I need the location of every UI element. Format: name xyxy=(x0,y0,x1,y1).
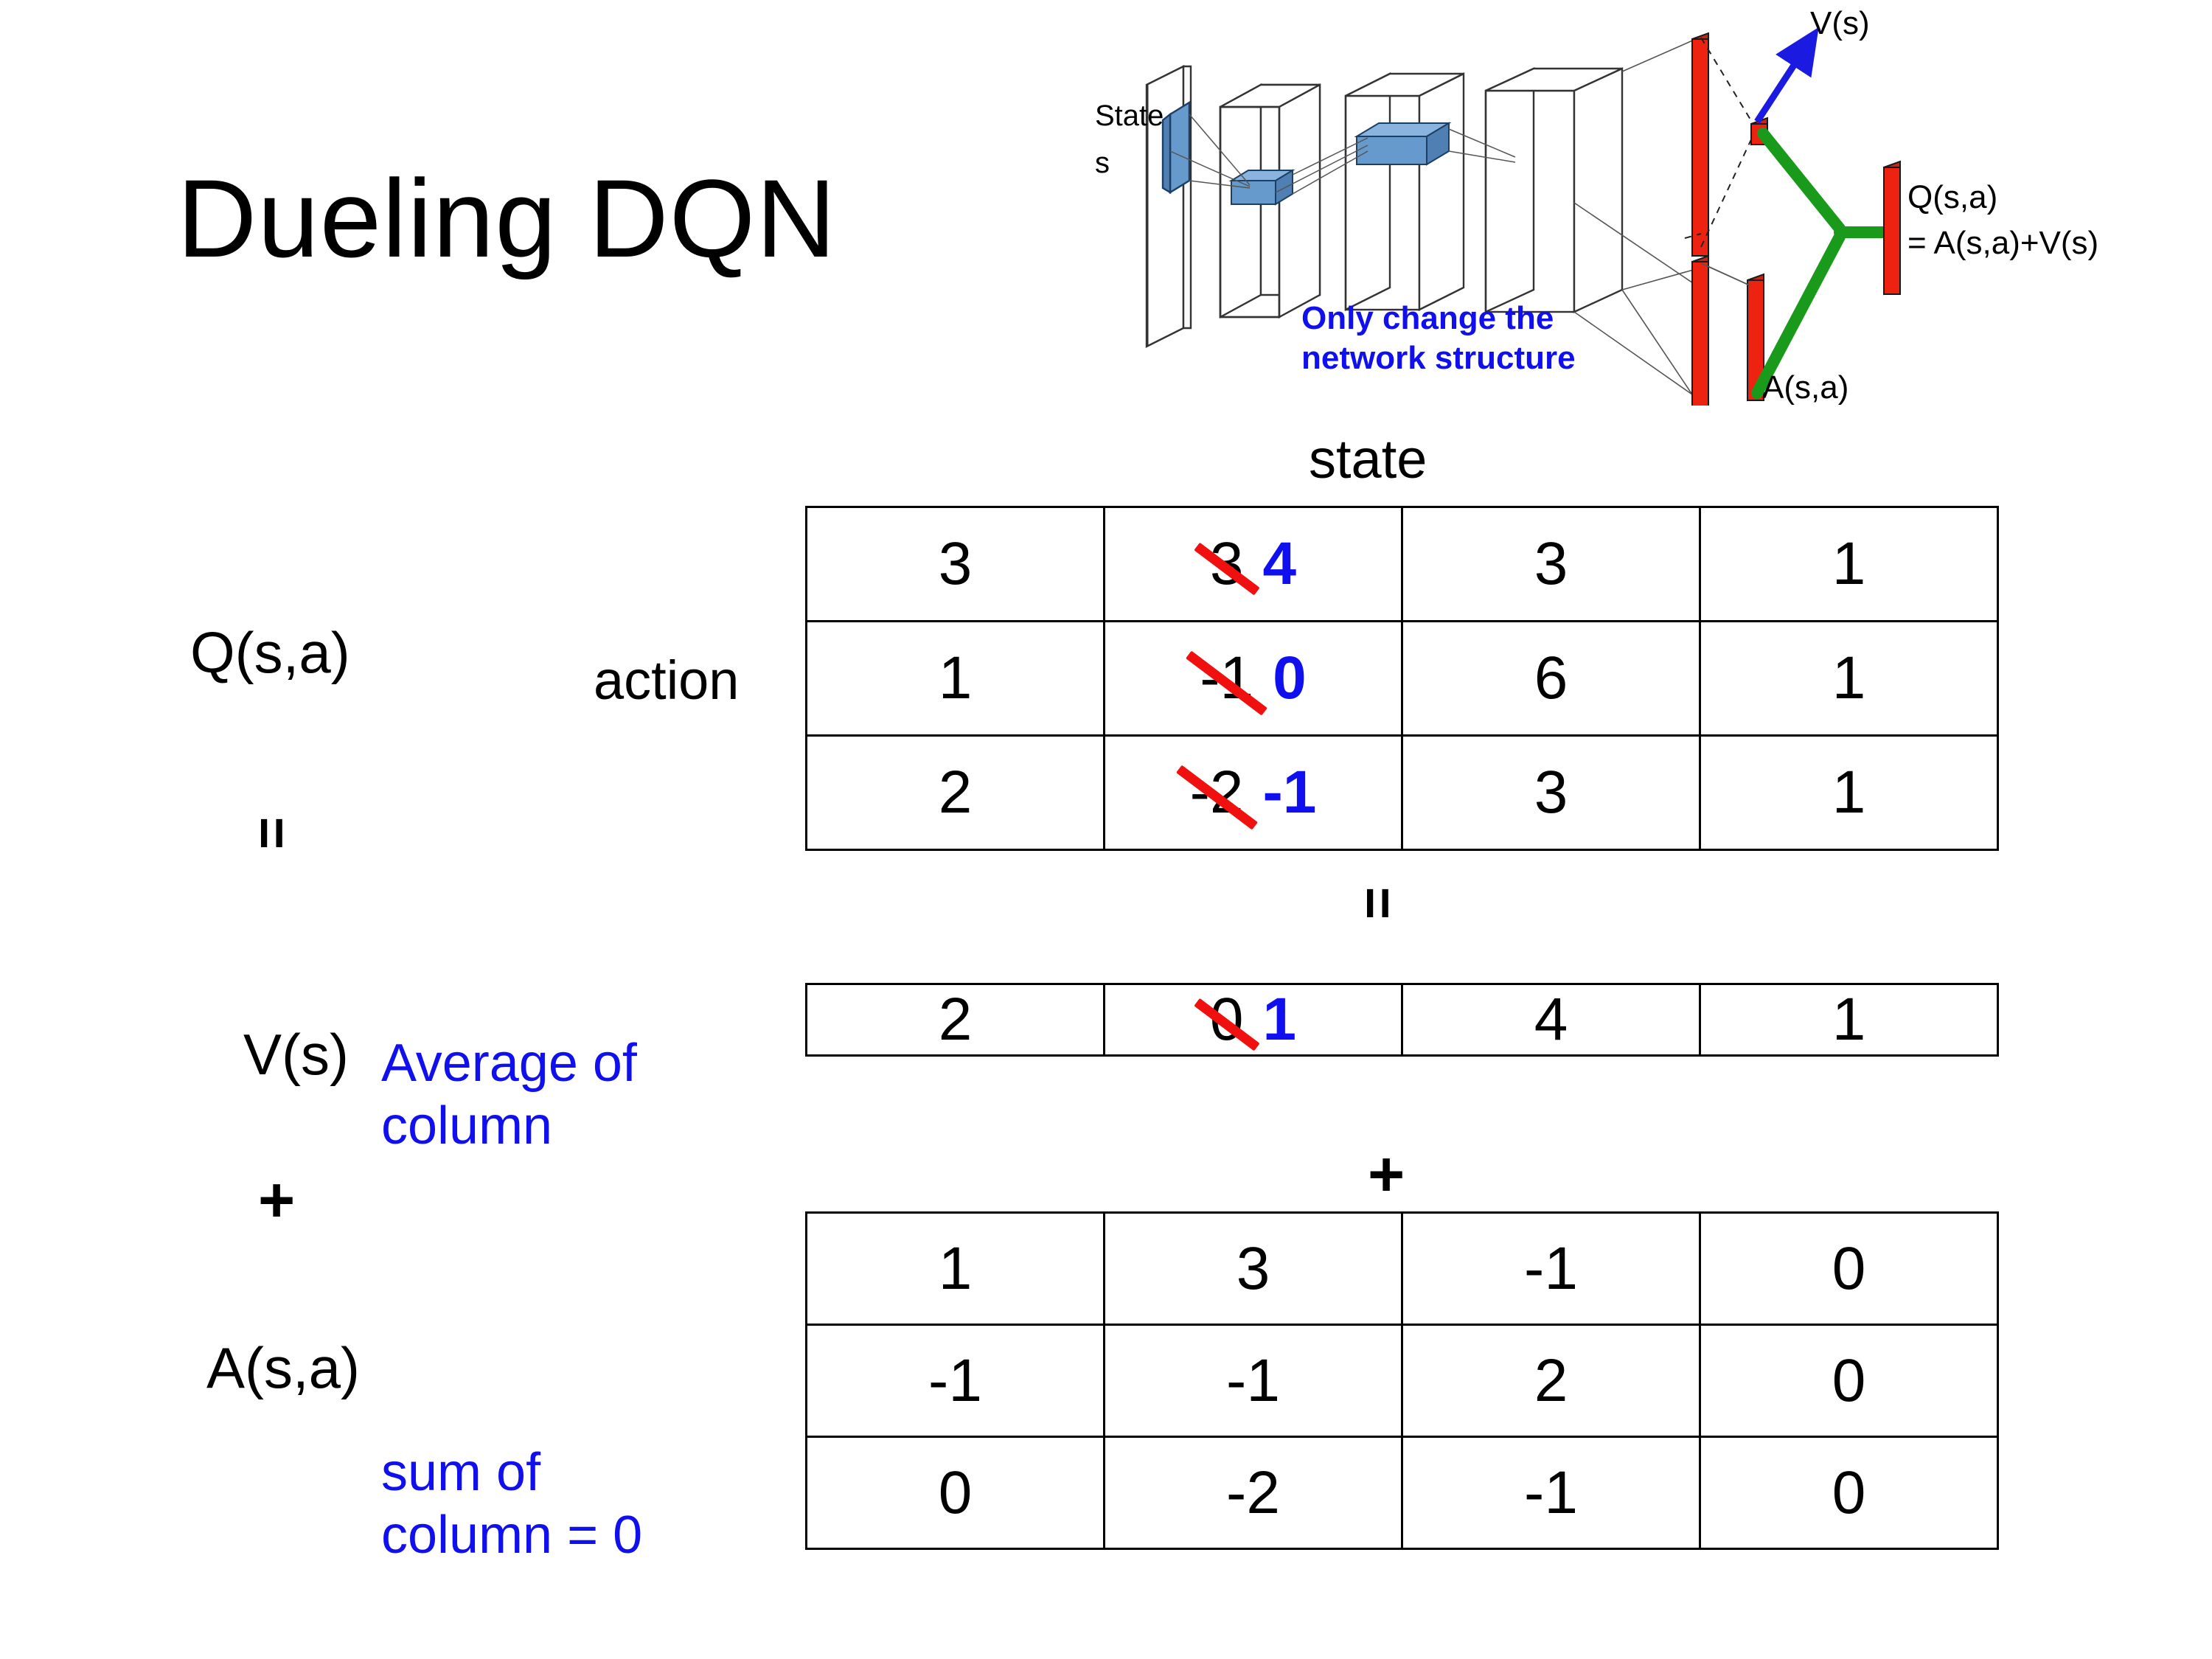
cell-q-0-3[interactable]: 1 xyxy=(1699,506,1999,622)
table-row: 3 3 4 3 1 xyxy=(805,506,1999,622)
advantage-value-table: 1 3 -1 0 -1 -1 2 0 0 -2 -1 0 xyxy=(805,1211,1999,1550)
network-diagram-svg xyxy=(1145,27,1901,408)
cell-a-1-2[interactable]: 2 xyxy=(1401,1324,1701,1438)
cell-q-0-1[interactable]: 3 4 xyxy=(1103,506,1403,622)
diagram-q-output-label-line2: = A(s,a)+V(s) xyxy=(1907,225,2099,261)
table-row: 2 -2 -1 3 1 xyxy=(805,734,1999,851)
cell-q-2-0[interactable]: 2 xyxy=(805,734,1105,851)
diagram-only-change-note: Only change the network structure xyxy=(1301,300,1576,376)
cell-q-1-0[interactable]: 1 xyxy=(805,620,1105,737)
diagram-a-output-label: A(s,a) xyxy=(1762,369,1849,406)
cell-q-0-0[interactable]: 3 xyxy=(805,506,1105,622)
page-title: Dueling DQN xyxy=(177,156,837,280)
old-value: 3 xyxy=(1209,530,1244,597)
cell-a-1-0[interactable]: -1 xyxy=(805,1324,1105,1438)
cell-a-1-1[interactable]: -1 xyxy=(1103,1324,1403,1438)
v-function-label: V(s) xyxy=(243,1022,349,1087)
cell-q-1-3[interactable]: 1 xyxy=(1699,620,1999,737)
new-value: 1 xyxy=(1262,986,1297,1053)
axis-label-state: state xyxy=(1309,428,1427,490)
new-value: 0 xyxy=(1273,644,1307,712)
cell-v-0-3[interactable]: 1 xyxy=(1699,983,1999,1057)
note-sum-of-column: sum of column = 0 xyxy=(381,1443,643,1565)
equals-sign-left: = xyxy=(240,816,304,847)
cell-a-2-1[interactable]: -2 xyxy=(1103,1436,1403,1550)
a-function-label: A(s,a) xyxy=(206,1335,361,1400)
old-value: -1 xyxy=(1200,644,1254,712)
axis-label-action: action xyxy=(594,650,740,711)
table-row: 1 3 -1 0 xyxy=(805,1211,1999,1326)
cell-a-0-0[interactable]: 1 xyxy=(805,1211,1105,1326)
new-value: -1 xyxy=(1262,759,1317,826)
old-value: -2 xyxy=(1189,759,1244,826)
new-value: 4 xyxy=(1262,530,1297,597)
table-row: 0 -2 -1 0 xyxy=(805,1436,1999,1550)
cell-q-2-2[interactable]: 3 xyxy=(1401,734,1701,851)
diagram-v-output-label: V(s) xyxy=(1810,5,1870,41)
cell-q-1-2[interactable]: 6 xyxy=(1401,620,1701,737)
cell-q-2-1[interactable]: -2 -1 xyxy=(1103,734,1403,851)
cell-v-0-0[interactable]: 2 xyxy=(805,983,1105,1057)
plus-sign-between-tables: + xyxy=(1368,1139,1405,1210)
cell-q-2-3[interactable]: 1 xyxy=(1699,734,1999,851)
dueling-network-diagram: State s Only change the network structur… xyxy=(1095,4,2208,408)
cell-a-0-3[interactable]: 0 xyxy=(1699,1211,1999,1326)
q-function-label: Q(s,a) xyxy=(190,620,350,685)
diagram-state-label: State s xyxy=(1095,100,1164,179)
table-row: 2 0 1 4 1 xyxy=(805,983,1999,1057)
cell-a-2-0[interactable]: 0 xyxy=(805,1436,1105,1550)
diagram-q-output-label-line1: Q(s,a) xyxy=(1907,179,1998,215)
cell-q-0-2[interactable]: 3 xyxy=(1401,506,1701,622)
table-row: -1 -1 2 0 xyxy=(805,1324,1999,1438)
cell-a-2-2[interactable]: -1 xyxy=(1401,1436,1701,1550)
cell-a-2-3[interactable]: 0 xyxy=(1699,1436,1999,1550)
table-row: 1 -1 0 6 1 xyxy=(805,620,1999,737)
cell-a-0-2[interactable]: -1 xyxy=(1401,1211,1701,1326)
plus-sign-left: + xyxy=(258,1165,296,1236)
cell-v-0-2[interactable]: 4 xyxy=(1401,983,1701,1057)
q-value-table: 3 3 4 3 1 1 -1 0 6 xyxy=(805,506,1999,851)
equals-sign-between-tables: = xyxy=(1346,886,1410,917)
cell-q-1-1[interactable]: -1 0 xyxy=(1103,620,1403,737)
cell-a-0-1[interactable]: 3 xyxy=(1103,1211,1403,1326)
cell-v-0-1[interactable]: 0 1 xyxy=(1103,983,1403,1057)
note-average-of-column: Average of column xyxy=(381,1034,637,1155)
old-value: 0 xyxy=(1209,986,1244,1053)
cell-a-1-3[interactable]: 0 xyxy=(1699,1324,1999,1438)
v-value-table: 2 0 1 4 1 xyxy=(805,983,1999,1057)
